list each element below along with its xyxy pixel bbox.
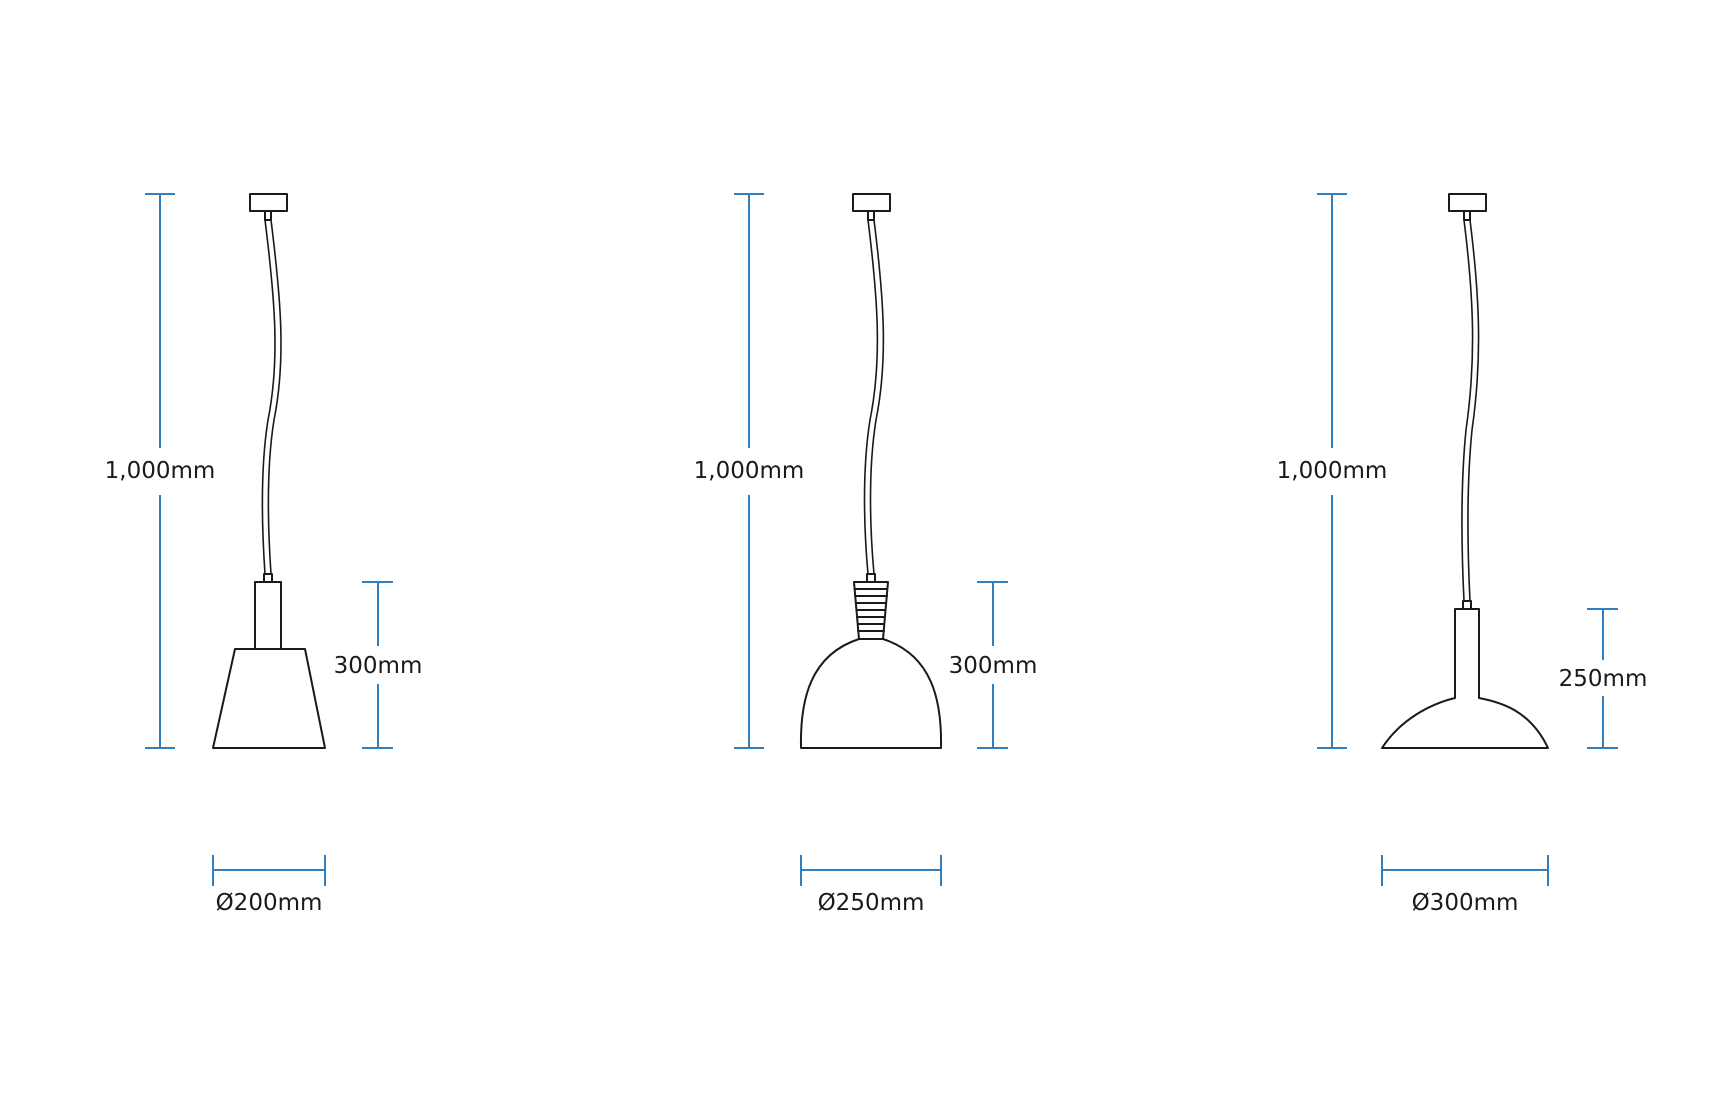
lamp-2-neck-ribs xyxy=(854,588,888,632)
lamp-3-shade-height-dimension: 250mm xyxy=(1559,608,1648,749)
lamp-2-shade-height-label: 300mm xyxy=(949,653,1038,679)
lamp-1-shade-height-label: 300mm xyxy=(334,653,423,679)
lamp-2-cord-grip xyxy=(867,210,875,221)
lamp-3-cord-grip xyxy=(1463,210,1471,221)
lamp-1-diameter-dimension: Ø200mm xyxy=(212,855,326,916)
lamp-2-shade-height-dimension: 300mm xyxy=(949,581,1038,749)
lamp-1-cord-grip xyxy=(264,210,272,221)
lamp-3-diameter-dimension: Ø300mm xyxy=(1381,855,1549,916)
lamp-2-diameter-dimension: Ø250mm xyxy=(800,855,942,916)
lamp-2-total-height-dimension: 1,000mm xyxy=(694,193,805,749)
lamp-3-shade xyxy=(1381,608,1549,749)
lamp-1: 1,000mm 300mm Ø200mm xyxy=(105,193,423,916)
lamp-2-diameter-label: Ø250mm xyxy=(818,890,925,916)
lamp-2-dome-shade xyxy=(799,638,943,749)
lamp-1-shade xyxy=(212,648,326,749)
lamp-2-ceiling-canopy xyxy=(852,193,891,212)
lamp-3-cord xyxy=(1461,219,1474,602)
lamp-3-shade-height-label: 250mm xyxy=(1559,666,1648,692)
lamp-1-neck xyxy=(254,581,282,650)
lamp-3-total-height-dimension: 1,000mm xyxy=(1277,193,1388,749)
lamp-3: 1,000mm 250mm Ø300mm xyxy=(1277,193,1648,916)
lamp-1-shade-height-dimension: 300mm xyxy=(334,581,423,749)
lamp-1-ceiling-canopy xyxy=(249,193,288,212)
lamp-2: 1,000mm 300mm Ø250mm xyxy=(694,193,1038,916)
lamp-1-cord xyxy=(261,219,276,575)
lamp-2-cord xyxy=(863,219,879,575)
lamp-3-total-height-label: 1,000mm xyxy=(1277,458,1388,484)
lamp-3-diameter-label: Ø300mm xyxy=(1412,890,1519,916)
lamp-1-total-height-dimension: 1,000mm xyxy=(105,193,216,749)
lamp-3-ceiling-canopy xyxy=(1448,193,1487,212)
lamp-1-diameter-label: Ø200mm xyxy=(216,890,323,916)
lamp-1-total-height-label: 1,000mm xyxy=(105,458,216,484)
lamp-2-total-height-label: 1,000mm xyxy=(694,458,805,484)
